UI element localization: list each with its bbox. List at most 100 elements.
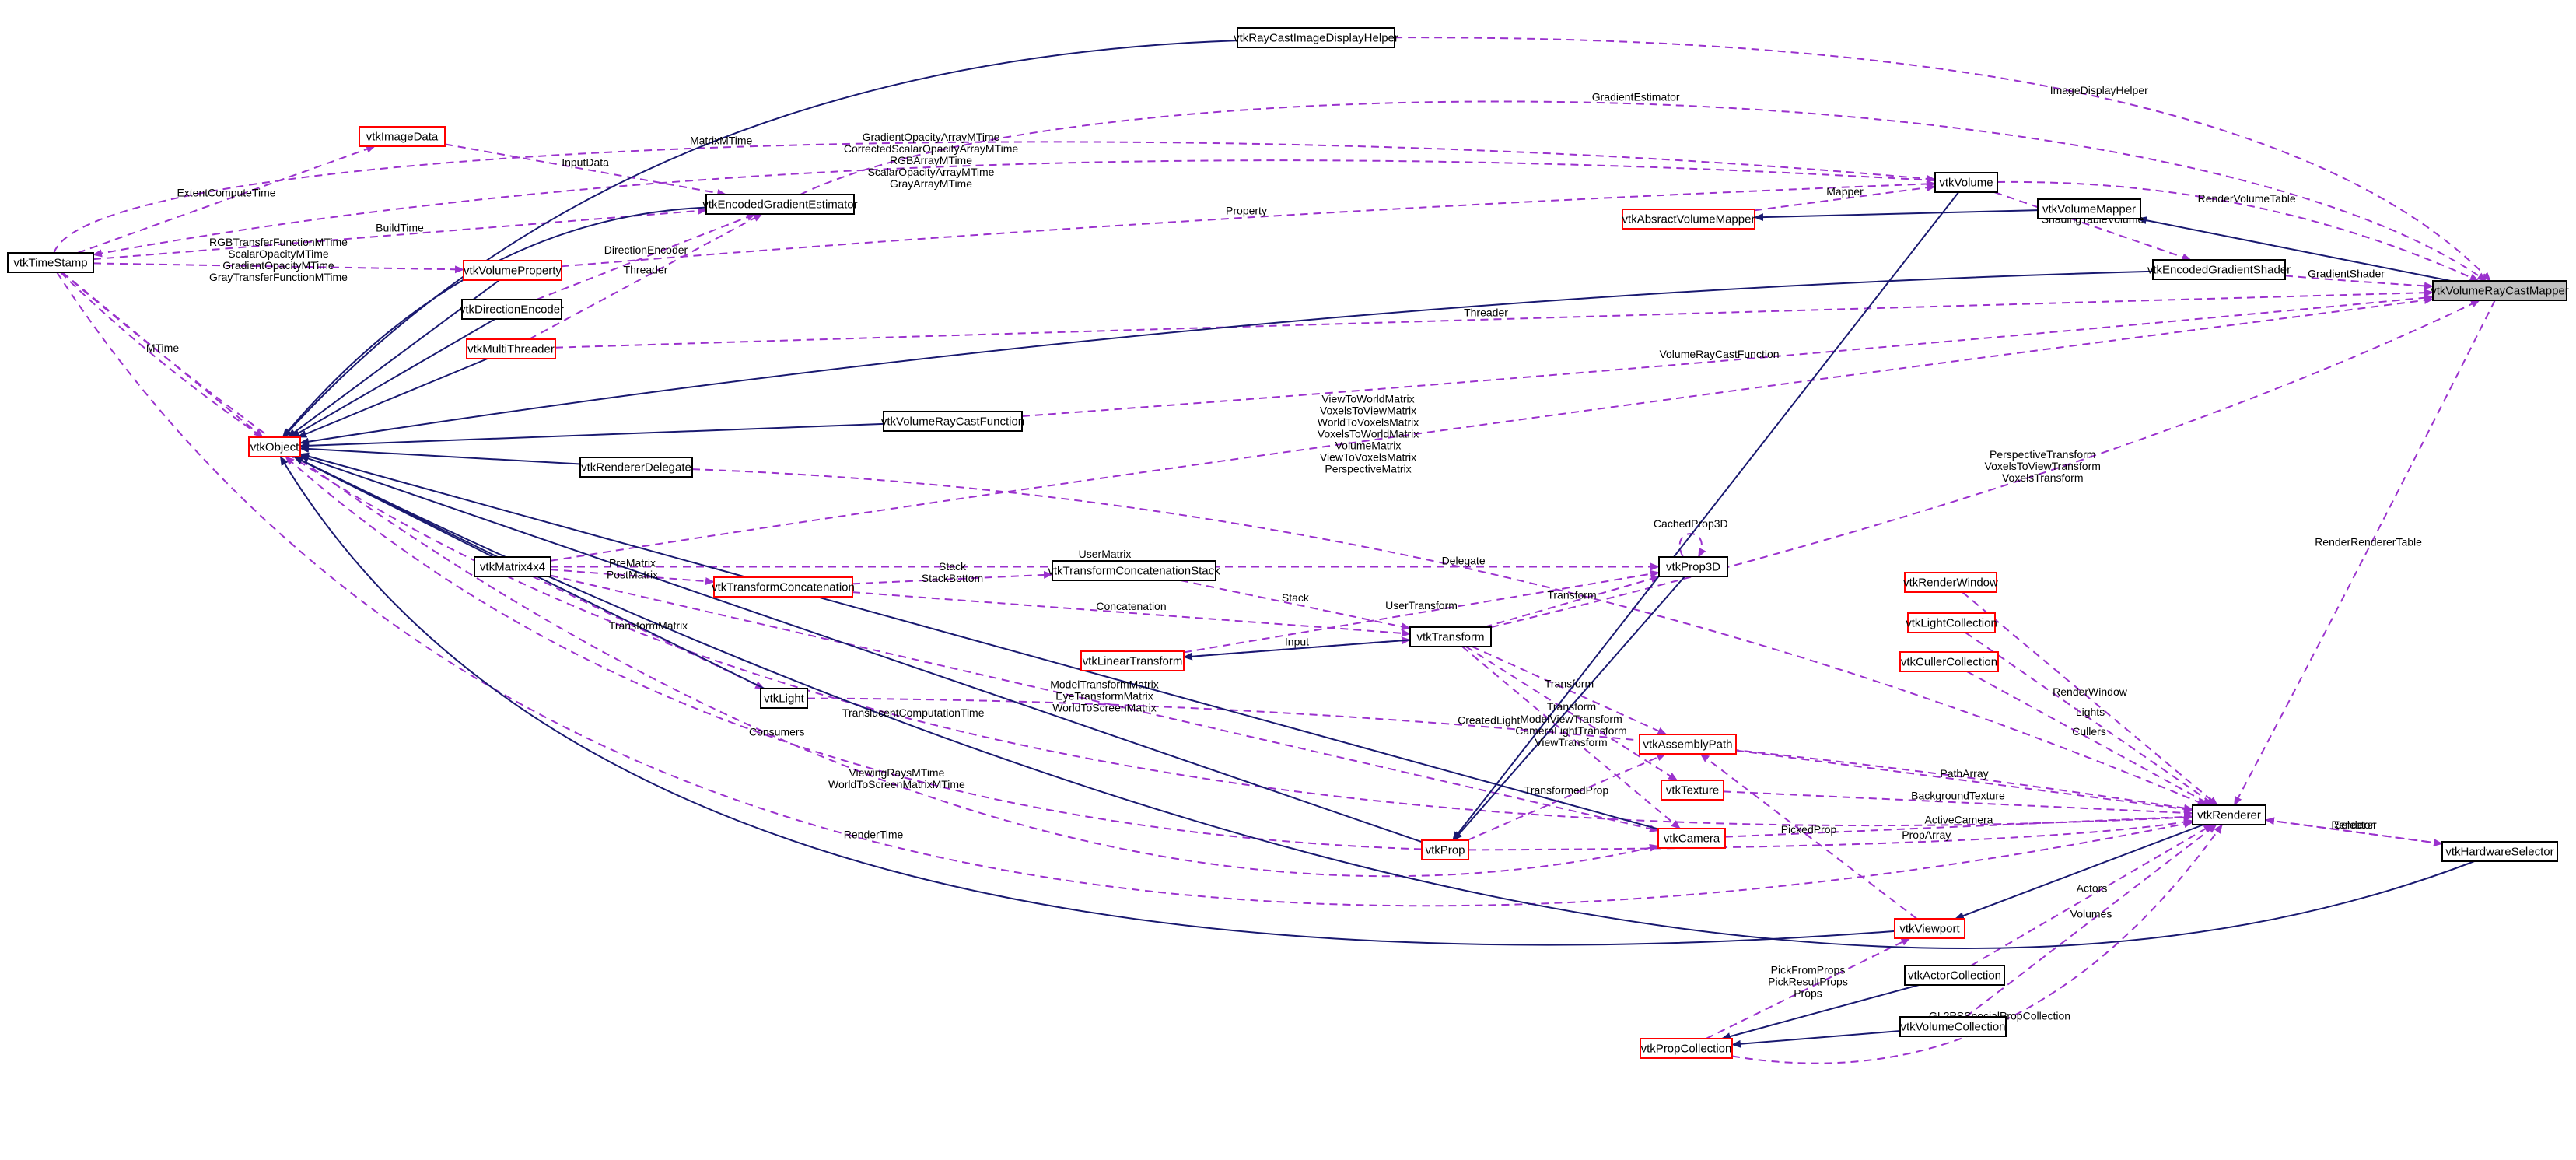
class-label: vtkEncodedGradientShader <box>2147 264 2291 277</box>
class-node-tcstack[interactable]: vtkTransformConcatenationStack <box>1048 560 1220 581</box>
edge-label: PathArray <box>1940 767 1988 780</box>
edge-lightcoll-to-renderer <box>1965 632 2216 806</box>
edge-label: RenderWindow <box>2053 685 2128 698</box>
edge-label: Cullers <box>2072 725 2106 738</box>
class-node-direnc[interactable]: vtkDirectionEncoder <box>460 299 564 320</box>
inheritance-arrow <box>1720 984 1920 1040</box>
edge-prop3d-to-prop <box>1453 576 1685 841</box>
edge-mt-to-object <box>297 358 488 438</box>
class-node-timestamp[interactable]: vtkTimeStamp <box>7 252 94 273</box>
usage-arrow <box>2265 817 2443 845</box>
usage-arrow <box>1484 575 1661 628</box>
class-box <box>1080 650 1185 671</box>
edge-prop-to-renderer <box>1468 818 2193 851</box>
edge-label: UserTransform <box>1385 599 1458 612</box>
class-node-volcoll[interactable]: vtkVolumeCollection <box>1899 1016 2007 1037</box>
class-label: vtkMatrix4x4 <box>480 561 545 574</box>
class-node-vrcf[interactable]: vtkVolumeRayCastFunction <box>881 411 1024 432</box>
edge-label: ImageDisplayHelper <box>2050 84 2148 96</box>
class-node-egs[interactable]: vtkEncodedGradientShader <box>2147 259 2291 280</box>
edge-mt-to-ege <box>528 213 763 340</box>
class-node-rdel[interactable]: vtkRendererDelegate <box>579 457 693 478</box>
edge-prop3d-to-prop3d <box>1678 533 1706 558</box>
edge-vrcf-to-object <box>299 422 884 450</box>
class-node-tconcat[interactable]: vtkTransformConcatenation <box>712 576 855 598</box>
inheritance-arrow <box>1731 1030 1901 1048</box>
class-label: vtkPropCollection <box>1641 1043 1732 1056</box>
inheritance-arrow <box>1183 639 1411 661</box>
class-node-propcoll[interactable]: vtkPropCollection <box>1640 1038 1733 1059</box>
edge-label: Selector <box>2334 818 2375 831</box>
class-node-vrcm[interactable]: vtkVolumeRayCastMapper <box>2431 280 2569 301</box>
class-node-volume[interactable]: vtkVolume <box>1934 172 1998 193</box>
class-box <box>2432 280 2567 301</box>
edge-vrcm-to-renderer <box>2233 300 2496 806</box>
usage-arrow <box>852 570 1053 585</box>
class-node-imagedata[interactable]: vtkImageData <box>359 126 446 147</box>
class-node-prop3d[interactable]: vtkProp3D <box>1658 556 1728 577</box>
class-node-rcidh[interactable]: vtkRayCastImageDisplayHelper <box>1234 27 1398 48</box>
edge-direnc-to-object <box>290 318 495 438</box>
usage-arrow <box>93 262 464 274</box>
edge-label: BackgroundTexture <box>1911 789 2005 801</box>
edge-transform-to-vrcm <box>1490 300 2480 629</box>
edge-prop-to-object <box>285 456 1423 850</box>
class-node-actorcoll[interactable]: vtkActorCollection <box>1904 965 2005 986</box>
inheritance-arrow <box>1451 191 1960 841</box>
class-node-asmpath[interactable]: vtkAssemblyPath <box>1639 734 1737 755</box>
class-node-texture[interactable]: vtkTexture <box>1661 780 1724 801</box>
class-node-viewport[interactable]: vtkViewport <box>1894 918 1965 939</box>
class-node-ege[interactable]: vtkEncodedGradientEstimator <box>702 194 858 215</box>
edge-matrix-to-vrcm <box>550 296 2434 562</box>
usage-arrow <box>528 213 763 340</box>
class-box <box>1658 556 1728 577</box>
class-node-volmapper[interactable]: vtkVolumeMapper <box>2037 198 2141 219</box>
edge-transform-to-texture <box>1465 646 1678 781</box>
edge-renwin-to-renderer <box>1962 591 2218 806</box>
edge-transform-to-camera <box>1461 646 1681 829</box>
class-node-camera[interactable]: vtkCamera <box>1657 828 1726 849</box>
class-node-prop[interactable]: vtkProp <box>1421 839 1469 860</box>
edge-label: RenderTime <box>844 829 904 841</box>
edge-label: Threader <box>1464 307 1508 319</box>
class-node-lintrans[interactable]: vtkLinearTransform <box>1080 650 1185 671</box>
class-node-volprop[interactable]: vtkVolumeProperty <box>463 260 562 281</box>
class-node-absmapper[interactable]: vtkAbsractVolumeMapper <box>1622 209 1755 230</box>
class-node-transform[interactable]: vtkTransform <box>1409 626 1492 647</box>
class-box <box>1894 918 1965 939</box>
class-node-matrix[interactable]: vtkMatrix4x4 <box>474 556 551 577</box>
usage-arrow <box>61 272 1659 878</box>
class-node-renwin[interactable]: vtkRenderWindow <box>1903 572 1998 593</box>
class-node-lightcoll[interactable]: vtkLightCollection <box>1906 612 1997 633</box>
edge-timestamp-to-ege <box>93 206 707 261</box>
usage-arrow <box>852 591 1411 637</box>
edge-label: ExtentComputeTime <box>177 187 275 199</box>
class-label: vtkLightCollection <box>1906 617 1997 630</box>
class-node-object[interactable]: vtkObject <box>248 436 301 457</box>
class-node-mt[interactable]: vtkMultiThreader <box>466 338 556 359</box>
edge-tconcat-to-tcstack <box>852 570 1053 585</box>
class-box <box>2441 841 2558 862</box>
class-node-light[interactable]: vtkLight <box>760 688 808 709</box>
edge-transform-to-lintrans <box>1183 639 1411 661</box>
edge-label: PickedProp <box>1781 823 1837 836</box>
edge-label: Renderer <box>2331 818 2377 831</box>
edge-tconcat-to-transform <box>852 591 1411 637</box>
class-box <box>1934 172 1998 193</box>
usage-arrow <box>1970 824 2214 966</box>
class-node-renderer[interactable]: vtkRenderer <box>2192 804 2266 825</box>
usage-arrow <box>1735 749 2193 813</box>
edge-prop-to-object <box>299 454 1423 843</box>
class-node-hwsel[interactable]: vtkHardwareSelector <box>2441 841 2558 862</box>
edge-label: BuildTime <box>376 222 424 234</box>
class-node-cullcoll[interactable]: vtkCullerCollection <box>1899 651 1999 672</box>
inheritance-arrow <box>299 422 884 450</box>
class-box <box>1904 965 2005 986</box>
edge-timestamp-to-camera <box>61 272 1659 878</box>
usage-arrow <box>1021 293 2434 417</box>
edge-label: Actors <box>2077 882 2108 895</box>
